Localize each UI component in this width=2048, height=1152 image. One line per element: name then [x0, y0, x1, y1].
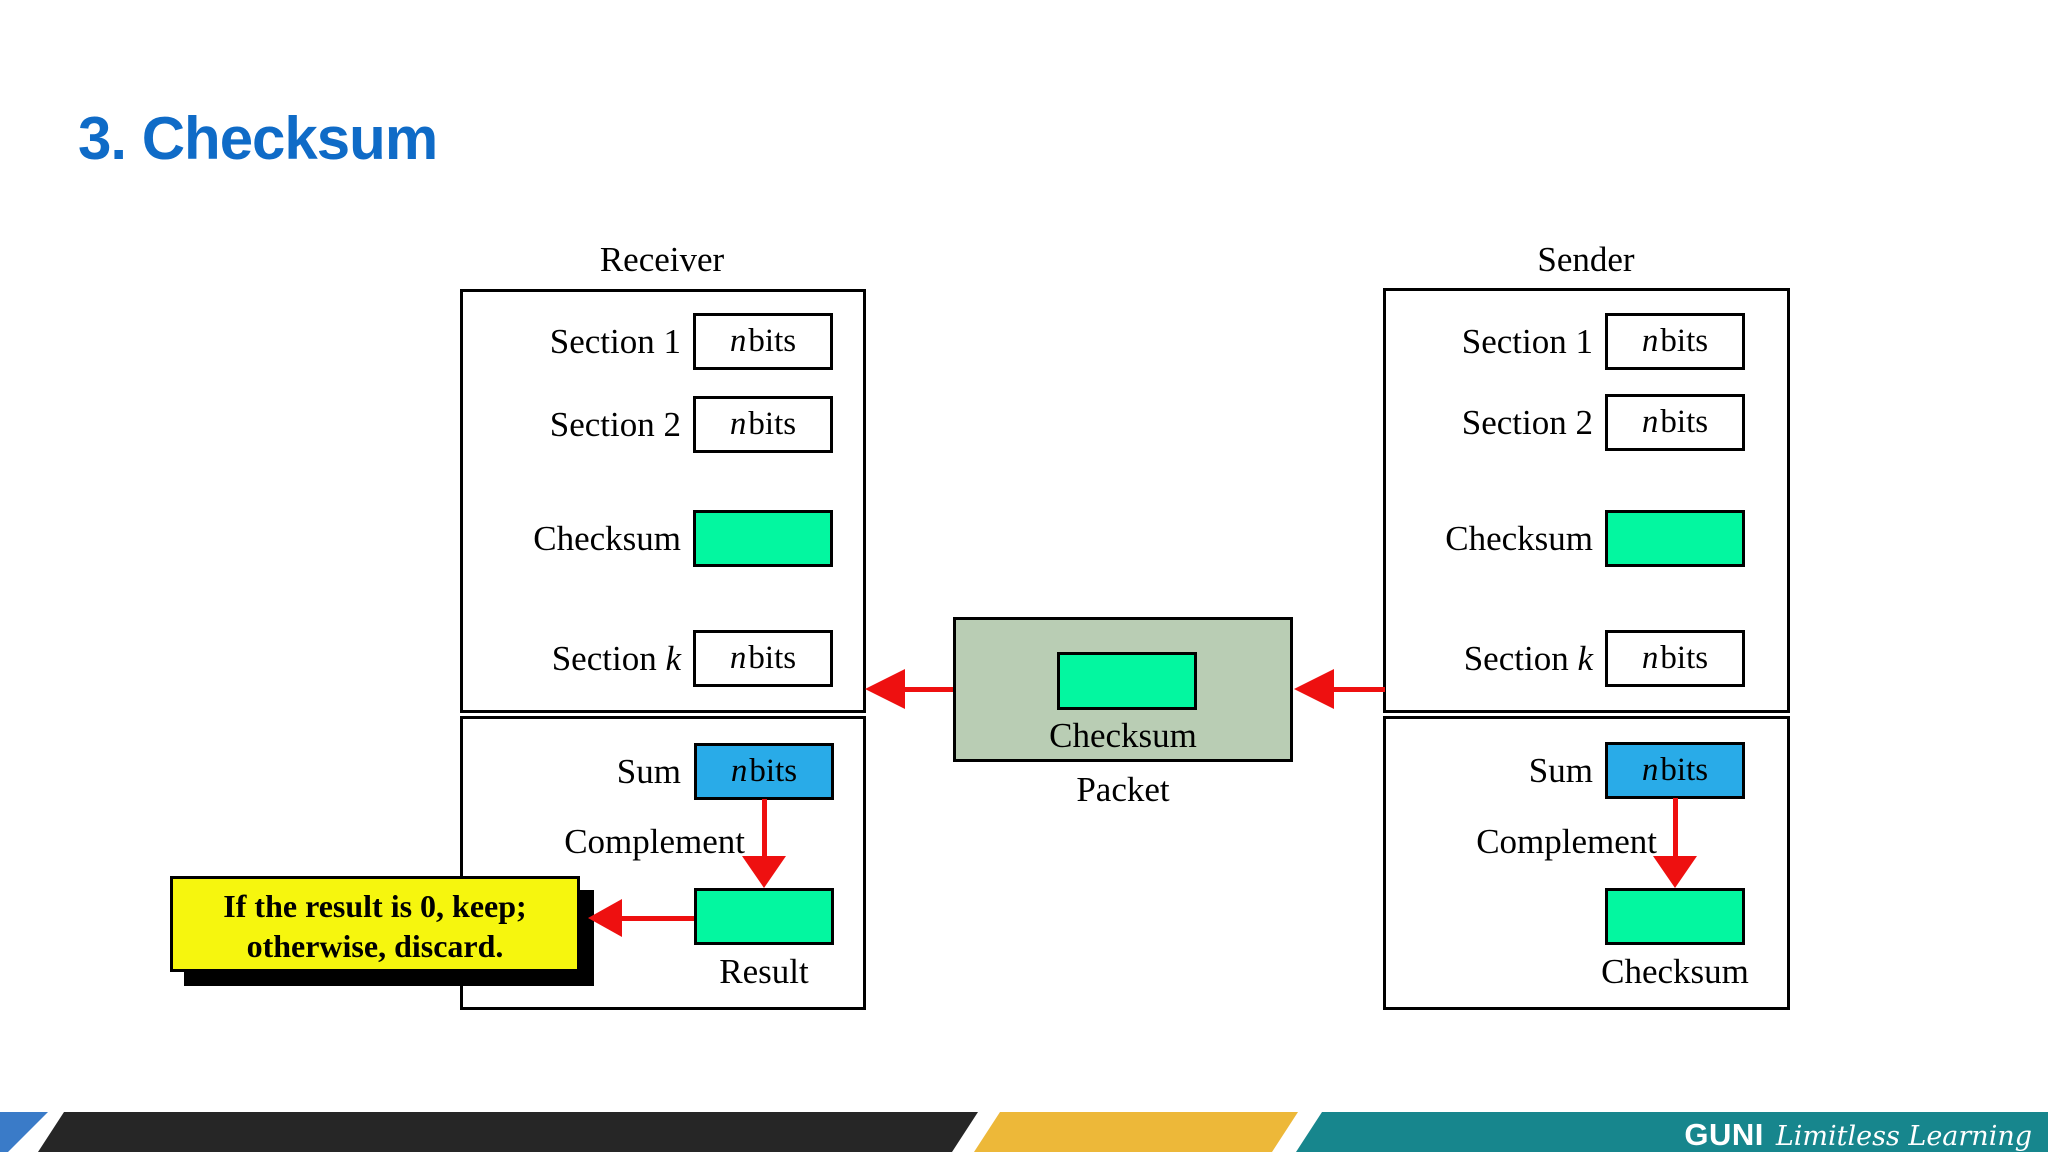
receiver-sum-box: n bits — [694, 743, 834, 800]
receiver-sum-to-result-arrow-shaft — [762, 799, 767, 859]
page-title: 3. Checksum — [78, 105, 438, 172]
note-line2: otherwise, discard. — [246, 928, 504, 964]
sender-checksum-result-label: Checksum — [1601, 952, 1749, 991]
sender-lower-box — [1383, 716, 1790, 1010]
sender-checksum-result-box — [1605, 888, 1745, 945]
receiver-sum-to-result-arrowhead — [742, 856, 786, 888]
receiver-section1-nbits-box: n bits — [693, 313, 833, 370]
n-var: n — [729, 323, 747, 359]
sender-sum-to-checksum-arrowhead — [1653, 856, 1697, 888]
bits-unit: bits — [749, 753, 798, 789]
footer-teal-stripe — [1296, 1112, 2048, 1152]
sender-sum-to-checksum-arrow-shaft — [1673, 798, 1678, 858]
bits-unit: bits — [1660, 752, 1709, 788]
receiver-result-box — [694, 888, 834, 945]
sender-sum-box: n bits — [1605, 742, 1745, 799]
bits-unit: bits — [748, 406, 797, 442]
n-var: n — [1641, 640, 1659, 676]
packet-to-receiver-arrow-shaft — [903, 687, 953, 692]
receiver-title: Receiver — [599, 240, 725, 279]
bits-unit: bits — [1660, 404, 1709, 440]
sender-to-packet-arrowhead — [1294, 669, 1334, 709]
packet-checksum-box — [1057, 652, 1197, 710]
sender-section2-nbits-box: n bits — [1605, 394, 1745, 451]
result-to-note-arrowhead — [588, 899, 622, 937]
sender-section1-label: Section 1 — [1461, 322, 1593, 361]
receiver-lower-box — [460, 716, 866, 1010]
receiver-section2-label: Section 2 — [549, 405, 681, 444]
bits-unit: bits — [748, 640, 797, 676]
packet-label: Packet — [1076, 770, 1170, 809]
k-var: k — [1577, 639, 1593, 678]
bits-unit: bits — [1660, 323, 1709, 359]
receiver-section1-label: Section 1 — [549, 322, 681, 361]
sectionk-prefix: Section — [1463, 639, 1578, 678]
bits-unit: bits — [1660, 640, 1709, 676]
receiver-section2-nbits-box: n bits — [693, 396, 833, 453]
n-var: n — [729, 640, 747, 676]
receiver-sum-label: Sum — [616, 752, 681, 791]
n-var: n — [1641, 404, 1659, 440]
receiver-sectionk-nbits-box: n bits — [693, 630, 833, 687]
sender-checksum-box — [1605, 510, 1745, 567]
sender-title: Sender — [1537, 240, 1635, 279]
note-line1: If the result is 0, keep; — [223, 888, 527, 924]
sender-checksum-label: Checksum — [1445, 519, 1593, 558]
n-var: n — [1641, 323, 1659, 359]
receiver-checksum-box — [693, 510, 833, 567]
receiver-sectionk-label: Section k — [440, 630, 681, 687]
sectionk-prefix: Section — [551, 639, 666, 678]
bits-unit: bits — [748, 323, 797, 359]
footer-bar — [0, 1112, 2048, 1152]
guni-tagline-text: Limitless Learning — [1775, 1121, 2032, 1152]
sender-upper-box — [1383, 288, 1790, 713]
n-var: n — [1641, 752, 1659, 788]
footer-gold-stripe — [974, 1112, 1298, 1152]
n-var: n — [729, 406, 747, 442]
sender-sectionk-nbits-box: n bits — [1605, 630, 1745, 687]
result-to-note-arrow-shaft — [620, 916, 694, 921]
sender-sum-label: Sum — [1528, 751, 1593, 790]
sender-complement-label: Complement — [1476, 822, 1657, 861]
sender-section1-nbits-box: n bits — [1605, 313, 1745, 370]
n-var: n — [730, 753, 748, 789]
receiver-complement-label: Complement — [564, 822, 745, 861]
packet-to-receiver-arrowhead — [865, 669, 905, 709]
guni-brand-text: GUNI — [1684, 1117, 1764, 1152]
receiver-upper-box — [460, 289, 866, 713]
footer-dark-stripe — [38, 1112, 978, 1152]
receiver-checksum-label: Checksum — [533, 519, 681, 558]
receiver-result-label: Result — [719, 952, 809, 991]
k-var: k — [665, 639, 681, 678]
note-callout: If the result is 0, keep; otherwise, dis… — [170, 876, 580, 972]
sender-section2-label: Section 2 — [1461, 403, 1593, 442]
guni-logo: GUNI Limitless Learning — [1684, 1117, 2032, 1152]
sender-sectionk-label: Section k — [1352, 630, 1593, 687]
sender-to-packet-arrow-shaft — [1332, 687, 1385, 692]
packet-checksum-label: Checksum — [1049, 716, 1197, 755]
